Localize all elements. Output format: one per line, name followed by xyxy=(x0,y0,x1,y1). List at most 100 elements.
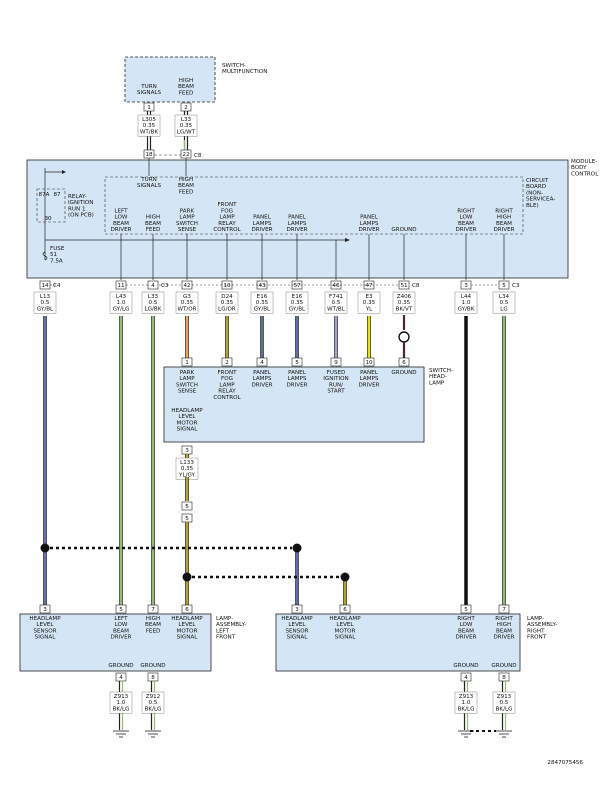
pin-number: 10 xyxy=(223,283,231,289)
ground-splice xyxy=(398,331,410,343)
pin-number: 6 xyxy=(185,607,189,613)
ground-wire-label xyxy=(141,691,165,714)
wire-label-text: 0.5 xyxy=(500,300,509,306)
bcm-top-label: BEAM xyxy=(178,183,194,189)
bcm-bottom-pin xyxy=(398,280,410,290)
bcm-column-label: BEAM xyxy=(458,221,474,227)
wire-label-text: Z912 xyxy=(146,694,161,700)
switch-headlamp-name: SWITCH- xyxy=(429,368,453,374)
wire-label-text: BK/LG xyxy=(496,706,513,712)
pin-number: 5 xyxy=(185,516,189,522)
bcm-wire-label xyxy=(357,291,381,314)
bcm-wire-label xyxy=(109,291,133,314)
wire-label-text: BK/VT xyxy=(396,306,413,312)
wire-label-text: 0.5 xyxy=(332,300,341,306)
bcm-column-label: PANEL xyxy=(360,215,379,221)
pin-number: 3 xyxy=(185,448,189,454)
switch-headlamp-pin xyxy=(363,357,375,367)
wire-label-text: E16 xyxy=(257,294,268,300)
wire-label-text: Z913 xyxy=(497,694,512,700)
ground-pin xyxy=(115,672,127,682)
module-body-control xyxy=(26,159,569,279)
wire-label-text: GY/BL xyxy=(254,306,271,312)
switch-headlamp-name: LAMP xyxy=(429,380,445,386)
document-id: 2847075456 xyxy=(547,760,583,766)
motor-signal-label: HEADLAMP xyxy=(171,408,203,414)
switch-mf-pin-label: HIGH xyxy=(179,78,193,84)
relay-label: (ON PCB) xyxy=(68,213,94,219)
switch-mf-pin xyxy=(143,102,155,112)
switch-headlamp-pin-label: RUN/ xyxy=(329,382,343,388)
bcm-column-label: DRIVER xyxy=(251,227,272,233)
pin-number: 6 xyxy=(343,607,347,613)
connector-id: C3 xyxy=(512,283,520,289)
bcm-column-label: LAMP xyxy=(179,215,195,221)
bcm-bottom-pin xyxy=(498,280,510,290)
pin-number: 5 xyxy=(502,283,506,289)
lamp-pin-label: BEAM xyxy=(458,628,474,634)
switch-headlamp-pin xyxy=(256,357,268,367)
wire-label-text: 0.5 xyxy=(500,700,509,706)
lamp-pin-label: DRIVER xyxy=(110,635,131,641)
relay-pin: 30 xyxy=(44,216,52,222)
switch-headlamp-pin xyxy=(398,357,410,367)
switch-headlamp-pin-label: DRIVER xyxy=(286,382,307,388)
wire-label-text: 0.35 xyxy=(143,123,156,129)
switch-headlamp-pin-label: SENSE xyxy=(178,389,197,395)
switch-headlamp-pin xyxy=(181,357,193,367)
lamp-pin-label: LOW xyxy=(460,622,473,628)
wire-label-text: 0.35 xyxy=(181,300,194,306)
bcm-column-label: PARK xyxy=(180,208,195,214)
bcm-column-label: RIGHT xyxy=(457,208,475,214)
bcm-name: BODY xyxy=(571,165,587,171)
circuit-board-label: (NON- xyxy=(526,190,543,196)
ground-pin xyxy=(498,672,510,682)
pin-number: 5 xyxy=(185,504,189,510)
lamp-pin-label: LEVEL xyxy=(178,622,196,628)
wire-label-text: Z913 xyxy=(459,694,474,700)
pin-number: 47 xyxy=(365,283,373,289)
switch-mf-pin-label: SIGNALS xyxy=(137,90,162,96)
wire-label-text: 0.35 xyxy=(221,300,234,306)
bcm-wire-label xyxy=(454,291,478,314)
wire-label-text: L33 xyxy=(148,294,159,300)
wire-label-text: LG/WT xyxy=(177,129,196,135)
wire-label-text: 0.5 xyxy=(149,300,158,306)
pin-number: 5 xyxy=(295,360,299,366)
splice-dot xyxy=(182,572,192,582)
splice-dot xyxy=(292,543,302,553)
ground-label: GROUND xyxy=(491,663,516,669)
wire-label-text: L33 xyxy=(181,117,192,123)
wire-label-text: 0.35 xyxy=(181,466,194,472)
wire-label-text: L43 xyxy=(116,294,127,300)
wire-label-text: WT/BL xyxy=(327,306,346,312)
lamp-pin-label: DRIVER xyxy=(493,635,514,641)
lamp-pin xyxy=(115,604,127,614)
wire-label-text: LG/OR xyxy=(218,306,236,312)
fuse-symbol xyxy=(42,251,48,261)
switch-headlamp-pin-label: LAMPS xyxy=(360,376,379,382)
relay-pin: 87A xyxy=(39,192,50,198)
ground-label: GROUND xyxy=(453,663,478,669)
arrow-head xyxy=(345,238,350,242)
wire-label-text: 0.35 xyxy=(363,300,376,306)
bcm-column-label: HIGH xyxy=(497,215,511,221)
ground-wire-label xyxy=(454,691,478,714)
lamp-pin-label: MOTOR xyxy=(335,628,356,634)
bcm-wire-label xyxy=(141,291,165,314)
bcm-wire-label xyxy=(175,291,199,314)
switch-headlamp-pin-label: PANEL xyxy=(360,370,379,376)
wire-label-text: L13 xyxy=(40,294,51,300)
lamp-assembly xyxy=(19,613,212,672)
relay-ignition xyxy=(36,188,66,223)
wire-label-text: 0.35 xyxy=(398,300,411,306)
bcm-wire-label xyxy=(250,291,274,314)
lamp-pin-label: SIGNAL xyxy=(335,635,357,641)
wire-label-text: L133 xyxy=(180,460,194,466)
switch-mf-name: SWITCH- xyxy=(222,63,246,69)
bcm-top-label: TURN xyxy=(140,177,157,183)
lamp-pin xyxy=(181,604,193,614)
bcm-column-label: CONTROL xyxy=(213,227,241,233)
switch-headlamp-pin-label: RELAY xyxy=(218,389,236,395)
switch-mf-pin xyxy=(180,102,192,112)
